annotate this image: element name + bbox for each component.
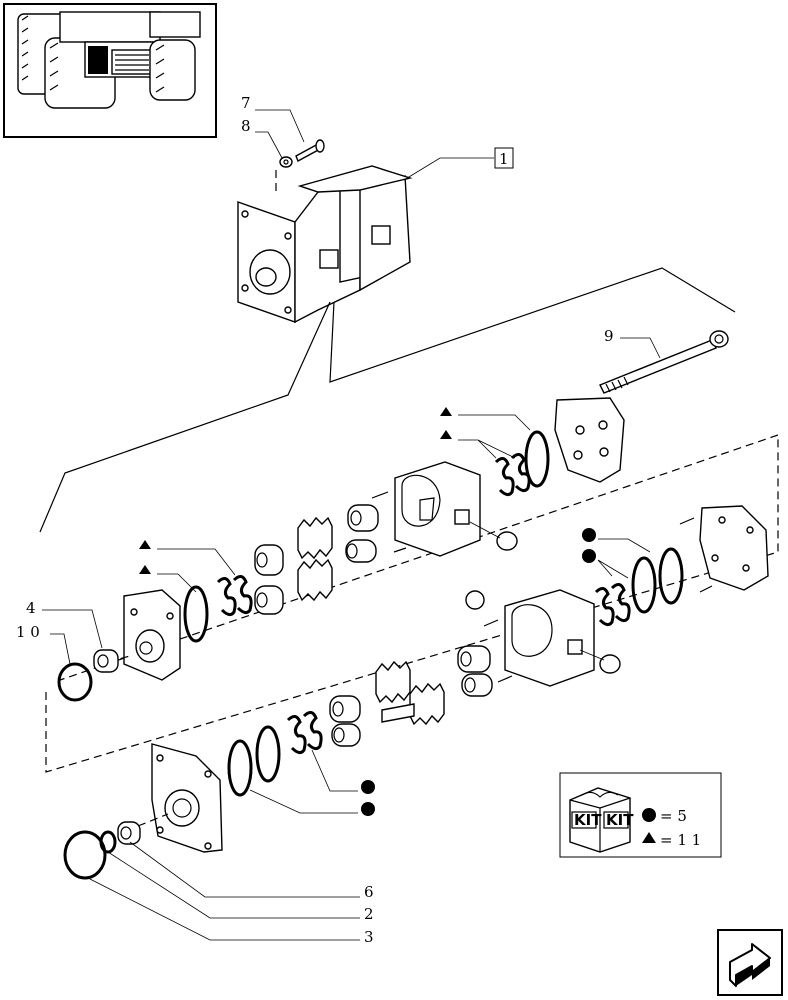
kit-text-left: KIT: [574, 811, 602, 829]
bottom-seal-set: [227, 711, 323, 797]
explode-wedge-left: [39, 301, 331, 533]
leader-circ-4: [249, 789, 358, 814]
callout-9: 9: [604, 327, 614, 345]
kit-legend-box: KIT KIT = 5 = 1 1: [559, 772, 722, 858]
bolt-part: [295, 139, 325, 162]
dash-bottom-line: [137, 813, 169, 827]
triangle-marker-1: [440, 407, 452, 416]
next-page-arrow-icon[interactable]: [717, 929, 783, 996]
upper-pump-body: [394, 461, 481, 557]
callout-7: 7: [241, 94, 251, 112]
lower-gear-pair: [375, 660, 445, 726]
leader-tri-3: [157, 548, 236, 576]
kit-circle-icon: [642, 808, 656, 822]
front-flange-part: [123, 589, 181, 681]
leader-9: [620, 337, 661, 359]
leader-6: [129, 841, 360, 898]
kit-text-right: KIT: [606, 811, 634, 829]
leader-circ-2: [597, 559, 629, 579]
leader-circ-1: [598, 538, 651, 553]
upper-seal-set: [494, 430, 550, 497]
callout-1-box: [494, 147, 514, 169]
leader-2: [107, 851, 360, 919]
through-bolt-part: [599, 330, 729, 394]
leader-circ-3: [311, 749, 358, 792]
lower-pump-body: [504, 589, 595, 687]
bottom-snap-ring-part-3: [63, 830, 107, 880]
leader-tri-1: [458, 414, 531, 431]
leader-8: [255, 131, 283, 159]
lower-dowel-part: [465, 590, 485, 610]
lower-bushing-pair: [457, 645, 493, 697]
callout-3: 3: [364, 928, 374, 946]
leader-tri-2: [458, 439, 516, 459]
kit-triangle-icon: [642, 832, 656, 843]
upper-plug: [496, 531, 518, 551]
bottom-front-cover-part: [151, 743, 223, 853]
triangle-marker-3: [139, 540, 151, 549]
left-seal-set: [183, 575, 253, 643]
triangle-marker-2: [440, 430, 452, 439]
assembled-gear-pump: [237, 165, 413, 324]
bottom-seal-part-6: [117, 821, 141, 845]
callout-6: 6: [364, 883, 374, 901]
left-bushing-pair: [254, 544, 284, 615]
upper-bushing-pair: [345, 504, 379, 563]
plug-line-upper: [469, 521, 501, 539]
kit-triangle-value: = 1 1: [660, 831, 701, 849]
triangle-marker-4: [139, 565, 151, 574]
circle-marker-4: [361, 802, 375, 816]
snap-ring-upper: [57, 662, 93, 702]
callout-1: 1: [499, 150, 509, 168]
intermediate-plate-part: [699, 505, 769, 591]
rear-cover-part: [554, 397, 625, 483]
callout-4: 4: [26, 599, 36, 617]
dowel-marks-right: [679, 517, 713, 593]
leader-3: [87, 877, 360, 941]
dashed-outline-upper: [59, 434, 779, 681]
upper-gear-pair: [297, 516, 333, 602]
tractor-thumbnail-icon[interactable]: [3, 3, 217, 138]
circle-marker-1: [582, 528, 596, 542]
middle-seal-set: [594, 547, 684, 627]
leader-1: [403, 157, 494, 181]
washer-part: [279, 156, 293, 168]
leader-10: [50, 633, 71, 665]
explode-wedge-right: [329, 267, 736, 383]
leader-tri-4: [157, 573, 197, 593]
callout-2: 2: [364, 905, 374, 923]
lower-plug: [599, 654, 621, 674]
leader-4: [42, 609, 103, 649]
lower-left-bushing-pair: [329, 695, 361, 747]
circle-marker-3: [361, 780, 375, 794]
kit-box-icon: KIT KIT: [569, 787, 634, 853]
circle-marker-2: [582, 549, 596, 563]
kit-circle-value: = 5: [660, 807, 687, 825]
callout-8: 8: [241, 117, 251, 135]
dowel-marks-upper: [371, 491, 407, 553]
callout-10: 1 0: [16, 623, 40, 641]
dowel-marks-lower: [483, 619, 513, 683]
plug-line-lower: [579, 649, 605, 661]
dashed-outline-lower: [45, 435, 779, 773]
shaft-seal-part: [93, 649, 119, 673]
leader-7: [255, 109, 305, 143]
